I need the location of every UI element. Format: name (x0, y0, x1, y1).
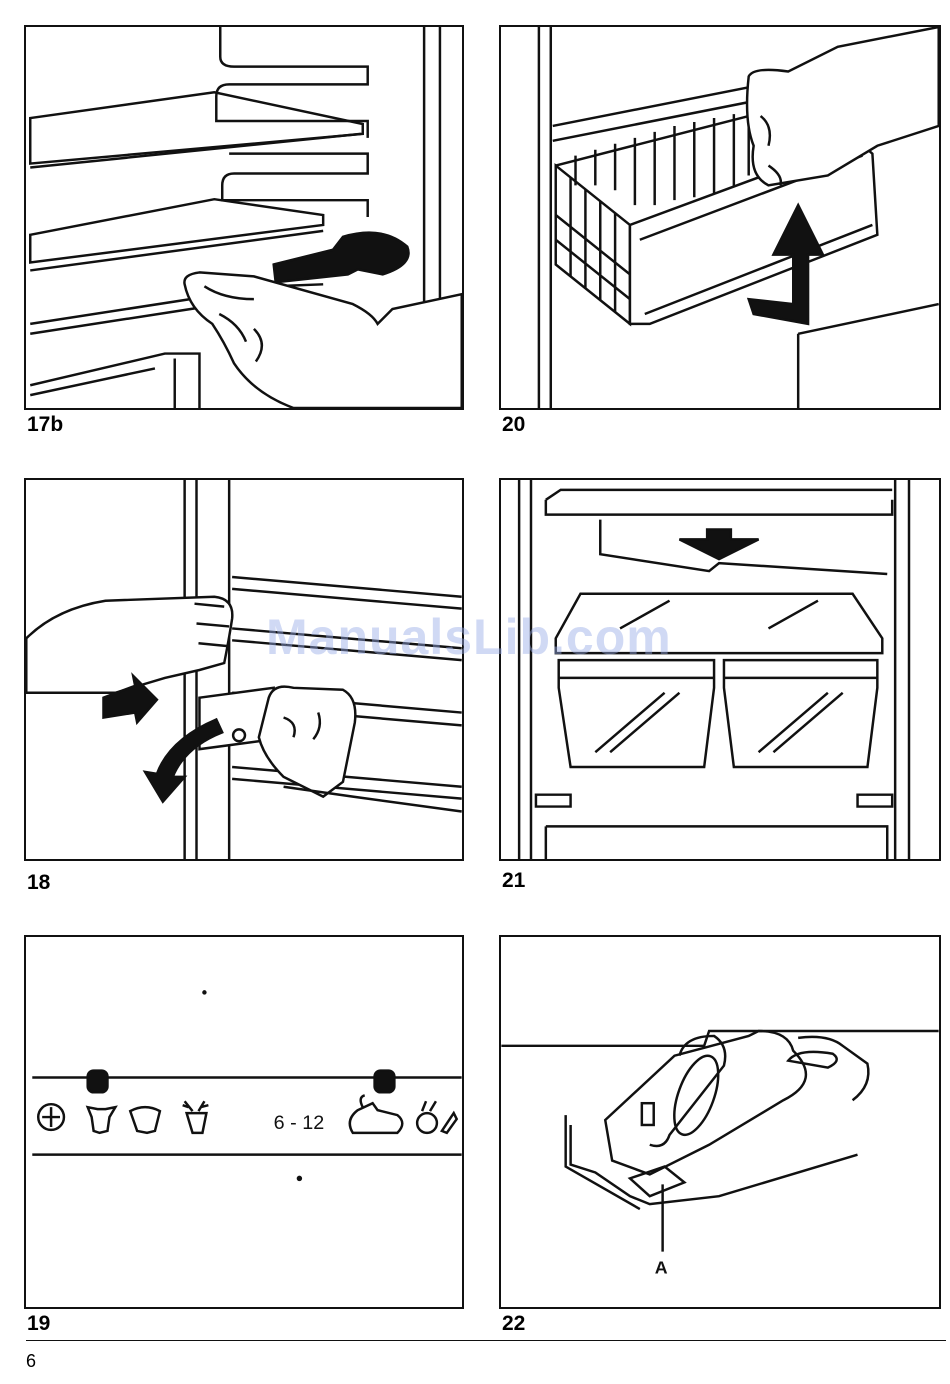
sheep-icon (130, 1107, 160, 1133)
figure-label-18: 18 (27, 872, 50, 893)
pork-icon (38, 1104, 64, 1130)
figure-21-illustration (499, 478, 941, 861)
drawer-removal-drawing (501, 27, 939, 408)
bulb-cover (665, 1050, 727, 1140)
footer-divider (26, 1340, 946, 1341)
figure-label-17b: 17b (27, 414, 63, 435)
shelf-removal-drawing (26, 27, 462, 408)
figure-18-illustration (24, 478, 464, 861)
figure-22-illustration: A (499, 935, 941, 1309)
figure-label-19: 19 (27, 1313, 50, 1334)
page-number: 6 (26, 1352, 36, 1370)
crisper-cover-drawing (501, 480, 939, 859)
watermark: ManualsLib.com (266, 612, 672, 662)
figure-label-21: 21 (502, 870, 525, 891)
figure-label-20: 20 (502, 414, 525, 435)
slider-marker-left (88, 1071, 108, 1093)
marker-a-label: A (655, 1257, 668, 1277)
door-shelf-removal-drawing (26, 480, 462, 859)
light-switch (642, 1103, 654, 1125)
beef-icon (88, 1107, 116, 1133)
figure-20-illustration (499, 25, 941, 410)
interior-light-drawing: A (501, 937, 939, 1307)
figure-label-22: 22 (502, 1313, 525, 1334)
figure-19-illustration: 6 - 12 (24, 935, 464, 1309)
figure-17b-illustration (24, 25, 464, 410)
storage-period-text: 6 - 12 (274, 1112, 325, 1134)
freezing-guide-strip: 6 - 12 (26, 937, 462, 1307)
poultry-icon (350, 1095, 402, 1133)
vegetable-icon (417, 1101, 457, 1133)
venison-icon (183, 1101, 209, 1133)
slider-marker-right (375, 1071, 395, 1093)
